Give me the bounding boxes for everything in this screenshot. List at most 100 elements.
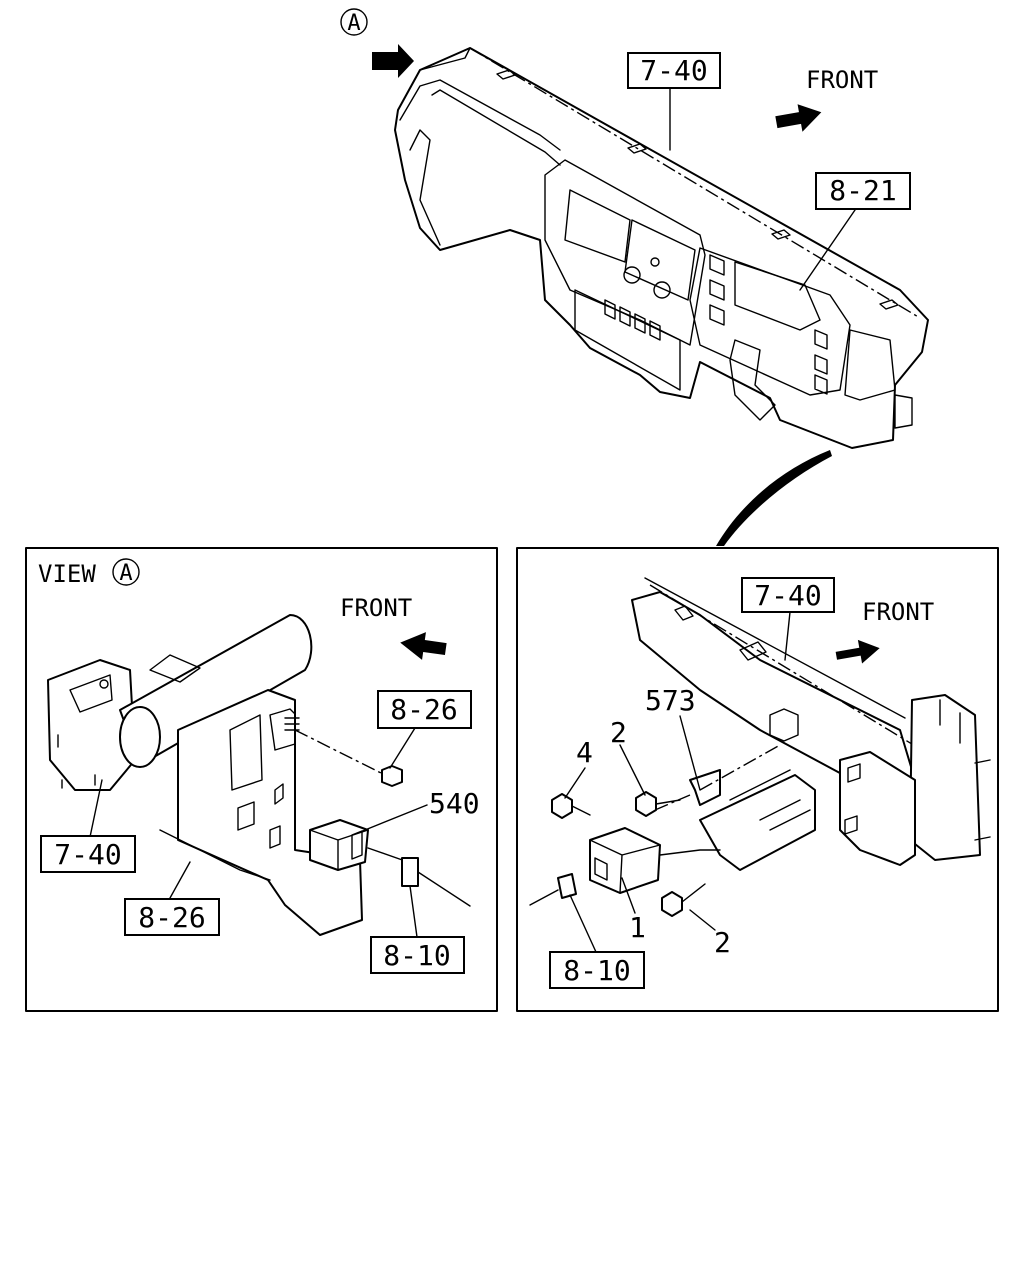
- support-bracket-holes: [844, 763, 861, 835]
- steering-column: [729, 339, 776, 421]
- end-bracket: [47, 659, 136, 791]
- callout-box-7-40-left: [40, 835, 136, 873]
- callout-box-7-40: [627, 52, 721, 89]
- leader-8-21: [799, 209, 856, 291]
- panel-left-title: VIEW: [38, 560, 96, 588]
- view-marker-circle: [340, 8, 368, 36]
- dashboard-assembly: A 7-40 8-: [340, 8, 929, 546]
- part-2-top: 2: [610, 716, 627, 749]
- mounting-bracket: [177, 689, 363, 936]
- front-label-top: FRONT: [806, 66, 878, 94]
- control-unit-540: [309, 819, 369, 871]
- callout-8-26-top: 8-26: [390, 693, 457, 726]
- leader-8-10-right: [569, 894, 597, 953]
- nut-centerline: [294, 729, 386, 776]
- connector-8-10-right: [557, 873, 577, 899]
- leader-2-bottom: [689, 909, 716, 931]
- part-2-bottom: 2: [714, 926, 731, 959]
- console-knob-1: [623, 266, 641, 284]
- leader-7-40-right: [784, 611, 791, 661]
- harness-line-2: [417, 871, 471, 907]
- connector-8-10: [401, 857, 419, 887]
- cross-beam-end: [119, 706, 161, 768]
- beam-upper-edge: [644, 577, 906, 719]
- end-bracket-detail: [57, 674, 113, 789]
- leader-8-10: [409, 885, 418, 938]
- console-switches: [604, 299, 661, 341]
- leader-2-top: [619, 744, 646, 796]
- callout-box-8-26-top: [377, 690, 472, 729]
- callout-box-8-26-bottom: [124, 898, 220, 936]
- cross-beam-tube: [119, 614, 313, 766]
- callout-box-8-21: [815, 172, 911, 210]
- bolt-centerlines: [654, 744, 781, 811]
- callout-7-40: 7-40: [640, 54, 707, 87]
- stud-thread: [284, 717, 300, 731]
- panel-left-marker: A: [119, 561, 132, 586]
- console-knob-2: [653, 281, 671, 299]
- dashboard-right-plug: [894, 394, 913, 429]
- callout-8-10-right: 8-10: [563, 954, 630, 987]
- lower-console: [574, 289, 681, 391]
- cross-beam-centerline-right: [649, 584, 931, 756]
- callout-box-8-10-left: [370, 936, 465, 974]
- center-console: [544, 159, 706, 346]
- front-arrow-left-icon: [400, 632, 447, 660]
- bolt-2-bottom: [661, 891, 683, 917]
- part-4: 4: [576, 736, 593, 769]
- front-label-left: FRONT: [340, 594, 412, 622]
- bracket-plate: [229, 714, 263, 791]
- callout-8-10-left: 8-10: [383, 939, 450, 972]
- detail-pointer-arrow: [716, 450, 832, 546]
- part-1: 1: [629, 911, 646, 944]
- dashboard-right-end: [844, 329, 896, 401]
- dashboard-left-cap: [409, 129, 441, 246]
- front-label-right: FRONT: [862, 598, 934, 626]
- front-arrow-right-icon: [835, 639, 880, 664]
- front-arrow-icon: [775, 104, 822, 132]
- callout-7-40-left: 7-40: [54, 838, 121, 871]
- view-marker-label: A: [347, 11, 360, 36]
- bracket-flange: [159, 829, 271, 881]
- bolt-2-top-shank: [655, 799, 681, 805]
- console-opening-1: [564, 189, 631, 263]
- callout-box-7-40-right: [741, 577, 835, 613]
- panel-view-a: VIEW A FRONT: [25, 547, 498, 1012]
- relay-unit-connector: [594, 857, 608, 881]
- callout-8-26-bottom: 8-26: [138, 901, 205, 934]
- dashboard-top-edge: [399, 79, 561, 151]
- leader-540: [359, 804, 428, 833]
- bracket-slot: [237, 801, 255, 831]
- relay-wire: [659, 849, 721, 856]
- tube-clamp: [149, 654, 201, 683]
- leader-7-40-left: [89, 779, 103, 838]
- dashboard-crease: [431, 89, 561, 166]
- callout-7-40-right: 7-40: [754, 579, 821, 612]
- support-bracket-right: [839, 751, 916, 866]
- mount-plate: [699, 774, 816, 871]
- bracket-slots-2: [269, 783, 284, 849]
- panel-left-marker-circle: [112, 558, 140, 586]
- bolt-2-top: [635, 791, 657, 817]
- panel-detail: FRONT: [516, 547, 999, 1012]
- leader-8-26-bottom: [169, 861, 191, 899]
- dashboard-outline: [394, 47, 929, 449]
- dashboard-edge: [419, 47, 471, 71]
- relay-unit-edges: [589, 839, 661, 894]
- cluster-switches-right: [814, 329, 828, 395]
- console-knob-3: [650, 257, 660, 267]
- part-540: 540: [429, 787, 480, 820]
- mount-plate-detail: [729, 769, 811, 831]
- view-arrow-icon: [372, 44, 414, 78]
- console-opening-2: [624, 219, 696, 301]
- bracket-hole: [99, 679, 109, 689]
- bolt-2-bottom-shank: [681, 883, 706, 903]
- part-573: 573: [645, 684, 696, 717]
- end-bracket-right-detail: [939, 699, 991, 841]
- callout-box-8-10-right: [549, 951, 645, 989]
- callout-8-21: 8-21: [829, 174, 896, 207]
- panel-right-frame: [516, 547, 999, 1012]
- leader-8-26-top: [389, 727, 416, 769]
